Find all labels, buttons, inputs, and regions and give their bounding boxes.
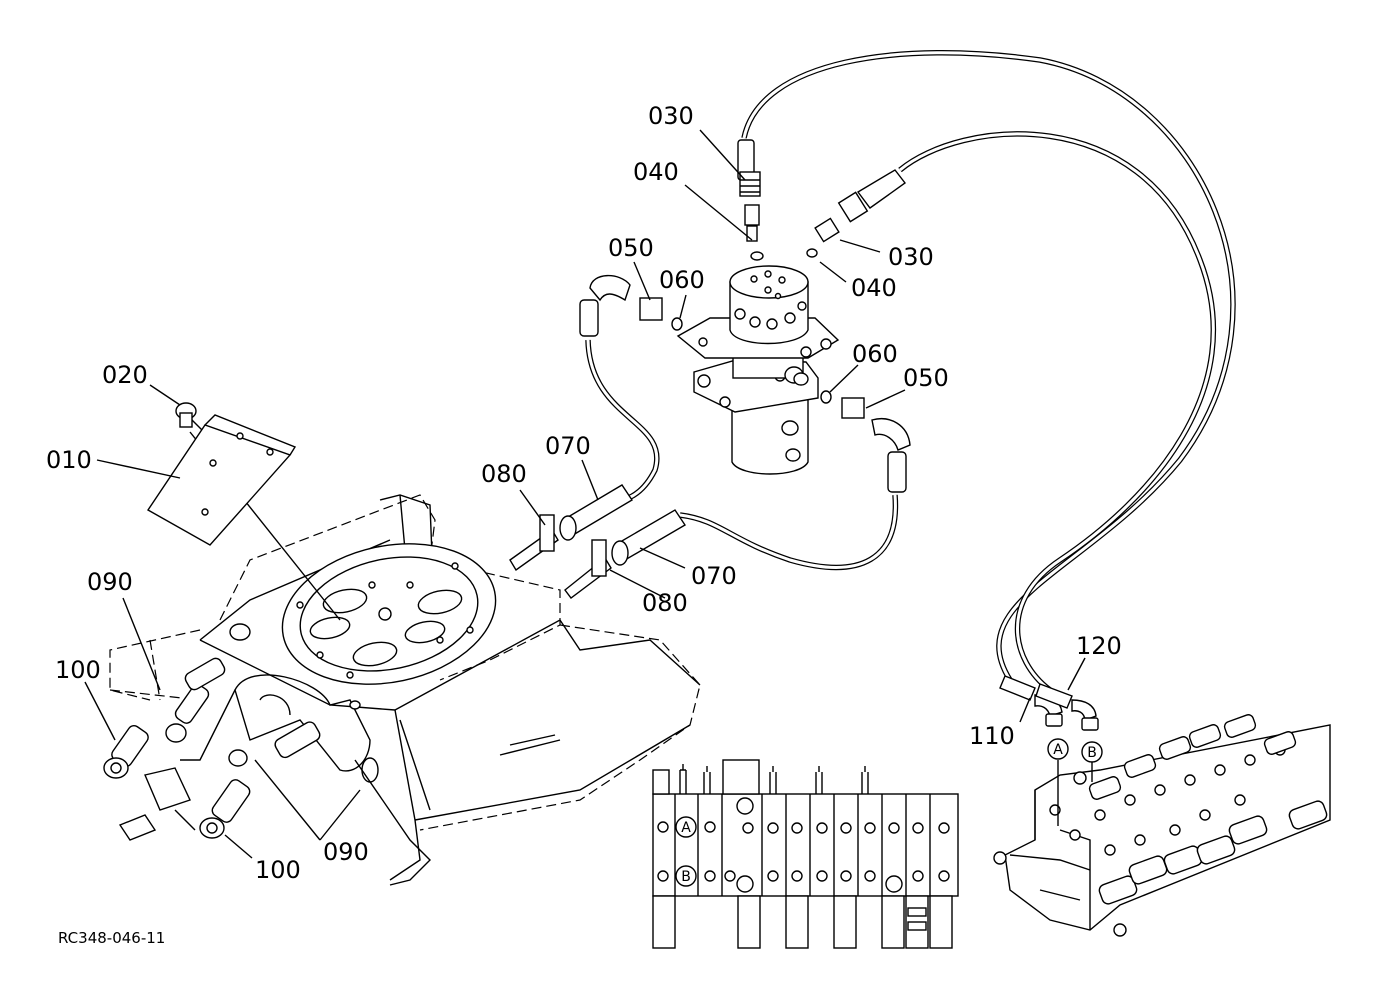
coupler-100-lower — [199, 779, 251, 839]
long-hose-upper — [741, 50, 1236, 682]
callout-050-right: 050 — [903, 364, 949, 392]
callout-090-lower: 090 — [323, 838, 369, 866]
hose-090-lower — [228, 721, 321, 767]
callout-080-upper: 080 — [481, 460, 527, 488]
control-valve — [993, 714, 1331, 937]
callout-110: 110 — [969, 722, 1015, 750]
o-ring-040-upper — [750, 251, 764, 261]
hose-left-swivel-to-070 — [585, 339, 660, 503]
fitting-030-right — [814, 169, 906, 243]
callout-060-left: 060 — [659, 266, 705, 294]
callout-100-lower: 100 — [255, 856, 301, 884]
bracket-080-upper — [509, 514, 559, 572]
o-ring-040-right — [806, 248, 818, 258]
hose-090-left — [165, 657, 226, 743]
swivel-joint — [676, 265, 840, 475]
coupler-070-lower — [611, 509, 686, 566]
callout-070-lower: 070 — [691, 562, 737, 590]
callout-030-right: 030 — [888, 243, 934, 271]
leader-lines — [84, 129, 1086, 859]
valve-schematic — [652, 759, 959, 949]
port-b-label: B — [1087, 745, 1097, 761]
schematic-port-a-label: A — [681, 820, 691, 836]
callout-020: 010 — [46, 446, 92, 474]
callout-100-left: 100 — [55, 656, 101, 684]
callout-010: 020 — [102, 361, 148, 389]
callout-090-left: 090 — [87, 568, 133, 596]
callout-050-left: 050 — [608, 234, 654, 262]
callout-040-right: 040 — [851, 274, 897, 302]
elbow-050-left — [579, 274, 663, 337]
callout-120: 120 — [1076, 632, 1122, 660]
clip-fitting — [118, 767, 196, 841]
drawing-code: RC348-046-11 — [58, 929, 165, 947]
long-hose-lower — [898, 131, 1217, 693]
o-ring-060-left — [671, 317, 683, 331]
fitting-030-upper — [737, 139, 761, 242]
elbow-050-right — [841, 397, 911, 493]
callout-060-right: 060 — [852, 340, 898, 368]
coupler-100-left — [103, 724, 149, 779]
schematic-port-b-marker — [675, 865, 697, 887]
schematic-port-a-marker — [675, 816, 697, 838]
bracket-010 — [146, 414, 297, 546]
callout-070-upper: 070 — [545, 432, 591, 460]
hose-end-120 — [1035, 683, 1099, 731]
o-ring-060-right — [820, 390, 832, 404]
hose-right-swivel-to-070 — [679, 494, 899, 571]
upper-frame — [109, 431, 701, 886]
port-b-marker — [1081, 741, 1103, 763]
hose-end-110 — [999, 675, 1063, 727]
plug-020 — [175, 402, 203, 431]
port-a-label: A — [1053, 742, 1063, 758]
coupler-070-upper — [559, 484, 633, 541]
callout-040-upper: 040 — [633, 158, 679, 186]
port-a-marker — [1047, 738, 1069, 760]
schematic-port-b-label: B — [681, 869, 691, 885]
callout-080-lower: 080 — [642, 589, 688, 617]
callout-030-upper: 030 — [648, 102, 694, 130]
bracket-080-lower — [564, 539, 612, 599]
